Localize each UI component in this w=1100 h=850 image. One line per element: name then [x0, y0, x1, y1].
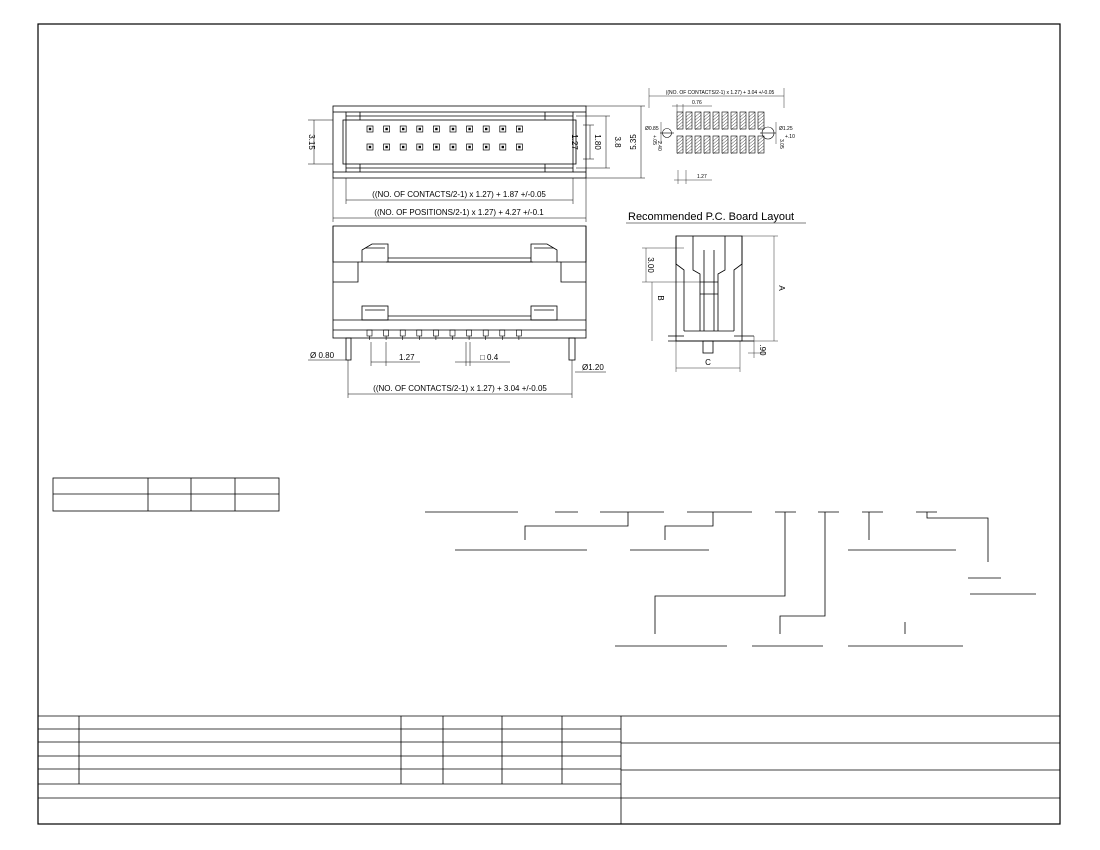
pcb-footprint — [648, 88, 785, 184]
top-view-contact — [383, 143, 390, 151]
pcb-pad-width: 0.76 — [692, 100, 702, 106]
top-view-contact — [499, 125, 507, 133]
pcb-pad — [739, 135, 747, 154]
top-view-contact — [499, 143, 507, 151]
pcb-pad — [748, 111, 756, 130]
section-dim-height: 3.00 — [646, 257, 655, 273]
front-view-pin — [516, 329, 522, 340]
top-view-contact — [399, 125, 407, 133]
dim-front-contacts: ((NO. OF CONTACTS/2-1) x 1.27) + 3.04 +/… — [373, 384, 547, 393]
pcb-pad — [676, 111, 684, 130]
dim-slot-height: 1.80 — [593, 134, 602, 150]
pcb-pitch: 1.27 — [697, 174, 707, 180]
pcb-pad — [676, 135, 684, 154]
dim-top-contacts: ((NO. OF CONTACTS/2-1) x 1.27) + 1.87 +/… — [372, 190, 546, 199]
top-view-contact — [366, 125, 374, 133]
dim-top-positions: ((NO. OF POSITIONS/2-1) x 1.27) + 4.27 +… — [374, 208, 544, 217]
pcb-pad — [712, 111, 720, 130]
section-dim-standoff: .90 — [758, 344, 767, 356]
front-view-pin — [366, 329, 373, 340]
pcb-right-pitch: 3.05 — [778, 139, 784, 149]
pcb-pad — [685, 111, 693, 130]
dim-height-outer: 5.35 — [629, 134, 638, 150]
pcb-pad — [694, 135, 702, 154]
pcb-pad — [739, 111, 747, 130]
pcb-pad — [757, 111, 765, 130]
top-view-contact — [399, 143, 407, 151]
pcb-hole-left-tol: +.05 — [651, 135, 657, 145]
section-dim-c: C — [705, 358, 711, 367]
top-view-contact — [366, 143, 374, 151]
pcb-pad — [730, 111, 738, 130]
section-dim-b: B — [656, 295, 665, 300]
top-view-contact — [449, 125, 457, 133]
dim-height-left: 3.15 — [307, 134, 316, 150]
pcb-pad — [748, 135, 756, 154]
top-view-contact — [433, 125, 440, 133]
top-view-contact — [516, 125, 523, 133]
pcb-pad — [721, 135, 729, 154]
top-view-contact — [383, 125, 390, 133]
dim-peg-dia-left: Ø 0.80 — [310, 351, 335, 360]
dimension-table — [52, 477, 280, 512]
title-block — [38, 715, 1060, 824]
front-view-pin — [416, 329, 423, 340]
section-dim-a: A — [777, 285, 786, 291]
dim-height-body: 3.8 — [613, 136, 622, 148]
top-view-contact — [482, 125, 490, 133]
pcb-pad — [757, 135, 765, 154]
top-view-contact — [449, 143, 457, 151]
top-view-contact — [516, 143, 523, 151]
sheet-frame — [37, 23, 1061, 825]
top-view-contact — [466, 125, 473, 133]
section-title: Recommended P.C. Board Layout — [628, 211, 794, 223]
top-view-contact — [482, 143, 490, 151]
pcb-dim-top: ((NO. OF CONTACTS/2-1) x 1.27) + 3.04 +/… — [666, 90, 775, 96]
front-view — [308, 225, 606, 398]
pcb-pads — [676, 111, 765, 154]
pcb-pad — [712, 135, 720, 154]
part-number-callout — [425, 511, 1036, 647]
dim-pin-square: □ 0.4 — [480, 353, 499, 362]
pcb-row-pitch: 2.40 — [656, 141, 662, 151]
top-view-contact — [416, 125, 424, 133]
top-view — [308, 105, 645, 222]
top-view-contact — [433, 143, 440, 151]
front-view-pin — [399, 329, 406, 340]
front-view-pin — [433, 329, 439, 340]
section-view — [642, 235, 778, 372]
pcb-pad — [694, 111, 702, 130]
pcb-pad — [685, 135, 693, 154]
top-view-pins — [366, 125, 523, 151]
pcb-pad — [703, 135, 711, 154]
dim-row-pitch: 1.27 — [570, 134, 579, 150]
front-view-pin — [482, 329, 489, 340]
pcb-hole-right-tol: +.10 — [785, 134, 795, 140]
front-view-pin — [466, 329, 472, 340]
front-view-pin — [449, 329, 456, 340]
pcb-pad — [730, 135, 738, 154]
top-view-contact — [416, 143, 424, 151]
pcb-pad — [721, 111, 729, 130]
front-view-pin — [499, 329, 506, 340]
dim-peg-dia-right: Ø1.20 — [582, 363, 604, 372]
pcb-hole-left-dia: Ø0.85 — [645, 126, 659, 132]
pcb-pad — [703, 111, 711, 130]
front-view-pin — [383, 329, 389, 340]
top-view-contact — [466, 143, 473, 151]
pcb-hole-right-dia: Ø1.25 — [779, 126, 793, 132]
front-view-pins — [366, 329, 522, 340]
dim-front-pitch: 1.27 — [399, 353, 415, 362]
